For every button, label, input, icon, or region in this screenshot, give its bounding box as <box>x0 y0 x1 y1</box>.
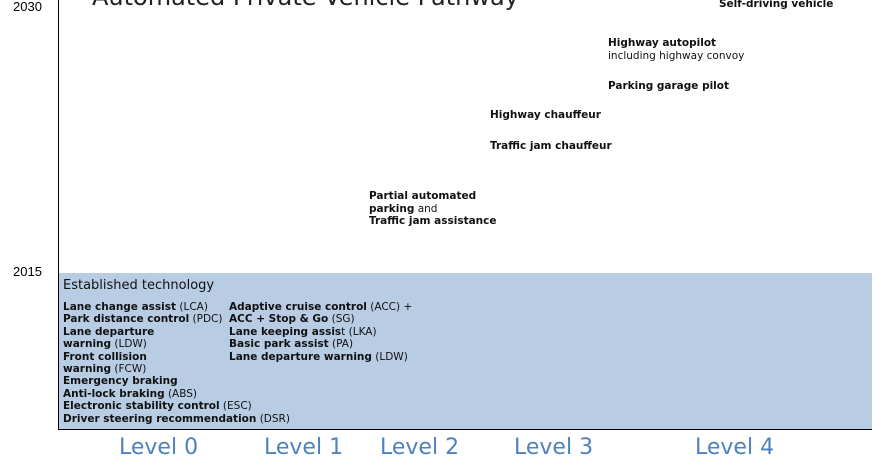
feature-self-driving-label: Self-driving vehicle <box>719 0 834 10</box>
established-item: Driver steering recommendation (DSR) <box>63 412 290 425</box>
feature-partial-line1: Partial automated <box>369 190 477 202</box>
chart-title: Automated Private Vehicle Pathway <box>92 0 519 11</box>
established-item: Front collision <box>63 350 147 363</box>
established-item: Lane change assist (LCA) <box>63 301 208 313</box>
established-item: Lane departure warning (LDW) <box>229 350 408 363</box>
feature-parking-garage-pilot: Parking garage pilot <box>608 80 729 93</box>
established-item: warning (LDW) <box>63 338 147 351</box>
level-2-label: Level 2 <box>380 435 460 460</box>
established-item: Park distance control (PDC) <box>63 313 223 326</box>
level-0-label: Level 0 <box>119 435 199 460</box>
established-item: Electronic stability control (ESC) <box>63 400 252 413</box>
established-item: Emergency braking <box>63 375 178 388</box>
y-axis-line <box>58 0 59 430</box>
feature-self-driving: Self-driving vehicle <box>719 0 833 11</box>
feature-partial-line2: parking <box>369 202 415 215</box>
feature-partial-line3: Traffic jam assistance <box>369 215 497 227</box>
established-item: Anti-lock braking (ABS) <box>63 387 198 400</box>
feature-traffic-jam-chauffeur: Traffic jam chauffeur <box>490 140 612 153</box>
feature-highway-autopilot-label: Highway autopilot <box>608 37 717 49</box>
feature-partial-automated-parking: Partial automated parking and Traffic ja… <box>369 190 497 228</box>
feature-highway-autopilot-note: including highway convoy <box>608 49 745 62</box>
established-col-1: Lane change assist (LCA) Park distance c… <box>63 301 290 425</box>
established-item: Adaptive cruise control (ACC) + <box>229 301 413 313</box>
feature-traffic-jam-chauffeur-label: Traffic jam chauffeur <box>490 140 612 152</box>
level-1-label: Level 1 <box>264 435 344 460</box>
established-heading: Established technology <box>63 278 215 293</box>
established-item: ACC + Stop & Go (SG) <box>229 313 355 326</box>
year-2030-label: 2030 <box>13 0 42 14</box>
level-4-label: Level 4 <box>695 435 775 460</box>
level-3-label: Level 3 <box>514 435 594 460</box>
established-item: Lane departure <box>63 325 155 338</box>
feature-highway-chauffeur: Highway chauffeur <box>490 109 601 122</box>
established-technology-band <box>59 273 872 429</box>
feature-partial-line2-rest: and <box>414 202 438 215</box>
feature-parking-garage-pilot-label: Parking garage pilot <box>608 80 730 92</box>
feature-highway-autopilot: Highway autopilot including highway conv… <box>608 37 744 62</box>
established-item: warning (FCW) <box>63 363 147 376</box>
year-2015-label: 2015 <box>13 264 42 279</box>
feature-highway-chauffeur-label: Highway chauffeur <box>490 109 601 121</box>
established-item: Basic park assist (PA) <box>229 338 354 351</box>
x-axis-line <box>58 429 872 430</box>
established-item: Lane keeping assist (LKA) <box>229 325 377 338</box>
established-col-2: Adaptive cruise control (ACC) + ACC + St… <box>229 301 412 363</box>
